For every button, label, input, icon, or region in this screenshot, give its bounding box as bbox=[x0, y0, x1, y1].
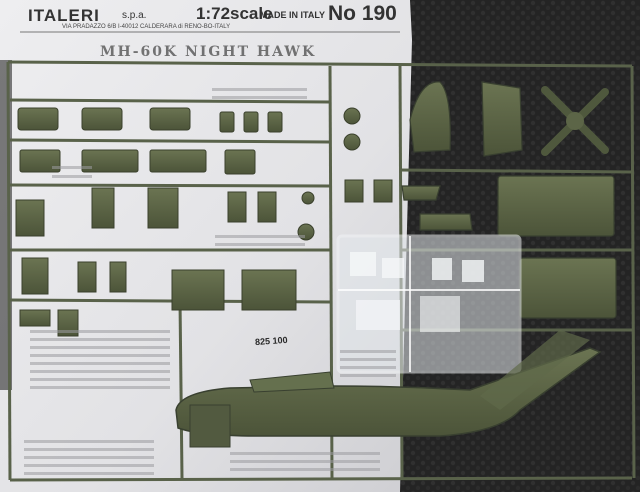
large-parts bbox=[401, 81, 617, 319]
scale-label: 1:72scale bbox=[196, 4, 273, 23]
fuselage-top-part bbox=[249, 371, 335, 393]
small-parts bbox=[15, 107, 393, 337]
clear-sprue bbox=[336, 234, 522, 374]
model-name: MH-60K NIGHT HAWK bbox=[100, 44, 317, 60]
kit-number: No 190 bbox=[328, 2, 397, 25]
rotor-hub-center bbox=[566, 112, 584, 130]
made-in-label: MADE IN ITALY bbox=[260, 10, 326, 20]
brand-logo-text: ITALERI bbox=[28, 6, 100, 25]
fuselage-section bbox=[189, 404, 231, 448]
brand-suffix: s.p.a. bbox=[122, 10, 147, 21]
company-address: VIA PRADAZZO 6/B I-40012 CALDERARA di RE… bbox=[62, 24, 231, 30]
printed-text-blocks bbox=[24, 88, 396, 475]
tail-boom bbox=[480, 330, 590, 410]
